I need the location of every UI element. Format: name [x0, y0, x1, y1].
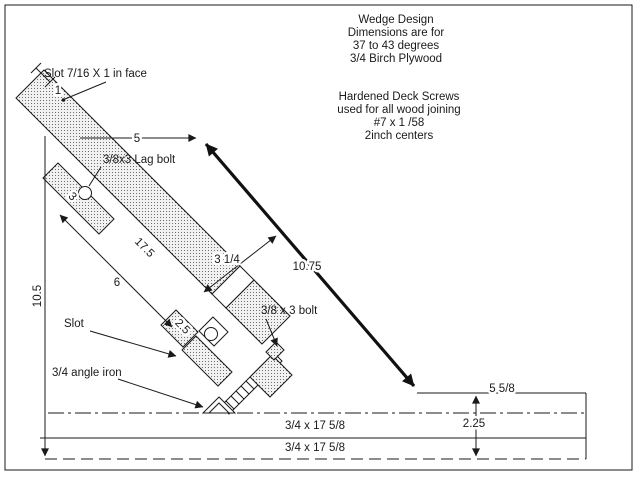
- bolt-hole: [204, 327, 218, 341]
- board-top-label: 3/4 x 17 5/8: [285, 420, 345, 432]
- slot-label: Slot: [64, 318, 85, 330]
- screws-note-line: 2inch centers: [365, 130, 434, 142]
- lag-bolt-label: 3/8x3 Lag bolt: [103, 154, 176, 166]
- design-note-line: 37 to 43 degrees: [353, 40, 440, 52]
- design-note: Wedge Design Dimensions are for 37 to 43…: [348, 14, 445, 65]
- bolt-callout: 3/8 x 3 bolt: [261, 305, 318, 347]
- screws-note-line: used for all wood joining: [337, 104, 460, 116]
- slot-callout: Slot: [64, 318, 177, 358]
- angle-iron-callout: 3/4 angle iron: [52, 367, 204, 409]
- design-note-line: Wedge Design: [358, 14, 433, 26]
- angle-iron: [201, 396, 237, 414]
- dim-base-height: 2.25: [463, 418, 485, 430]
- slot-leader-dot: [61, 98, 66, 102]
- board-bottom-label: 3/4 x 17 5/8: [285, 442, 345, 454]
- dimension-lines: 10.5 1 5 6 10.75 3 1/4 5 5/8 2.25: [30, 62, 517, 457]
- rod-nut: [265, 341, 285, 361]
- gap-dim-line: [203, 235, 277, 293]
- design-note-line: 3/4 Birch Plywood: [350, 53, 442, 65]
- dim-arm-length: 17.5: [132, 236, 156, 260]
- base-lines: 3/4 x 17 5/8 3/4 x 17 5/8: [40, 392, 587, 460]
- lag-bolt-callout: 3/8x3 Lag bolt: [88, 154, 176, 187]
- arm-edge-dim-line: [59, 214, 173, 328]
- rod-block: [249, 354, 293, 398]
- bolt-label: 3/8 x 3 bolt: [261, 305, 318, 317]
- brace-arrow: [204, 142, 416, 388]
- dim-arm-edge: 6: [114, 277, 120, 289]
- angle-iron-outer: [201, 396, 237, 414]
- callout-labels: Slot 7/16 X 1 in face 3/8x3 Lag bolt Slo…: [44, 68, 318, 409]
- screws-note-line: #7 x 1 /58: [374, 117, 425, 129]
- dim-base-right: 5 5/8: [489, 383, 515, 395]
- lag-bolt-hole: [78, 186, 92, 200]
- angle-iron-inner: [208, 402, 230, 414]
- slot-dim: 1: [30, 62, 107, 102]
- wedge-assembly: 3 17.5 2.5: [15, 69, 293, 415]
- dim-top-run: 5: [134, 133, 140, 145]
- slot-face-label: Slot 7/16 X 1 in face: [44, 68, 147, 80]
- dim-slot-length: 1: [55, 85, 61, 97]
- lag-bolt-leader: [88, 166, 102, 187]
- screws-note: Hardened Deck Screws used for all wood j…: [337, 91, 460, 142]
- slot-dim-ticks: [30, 62, 56, 88]
- angle-iron-label: 3/4 angle iron: [52, 367, 122, 379]
- bolt-arrow: [265, 318, 278, 347]
- slot-callout-arrow: [89, 330, 177, 358]
- dim-brace-length: 10.75: [293, 261, 322, 273]
- screws-note-line: Hardened Deck Screws: [339, 91, 460, 103]
- dim-gap: 3 1/4: [214, 254, 240, 266]
- design-note-line: Dimensions are for: [348, 27, 445, 39]
- dim-height: 10.5: [32, 285, 44, 307]
- foot-bar-lower: [181, 335, 233, 387]
- drawing-border: [4, 4, 633, 471]
- angle-iron-arrow: [117, 378, 204, 409]
- slot-leader: [64, 81, 107, 100]
